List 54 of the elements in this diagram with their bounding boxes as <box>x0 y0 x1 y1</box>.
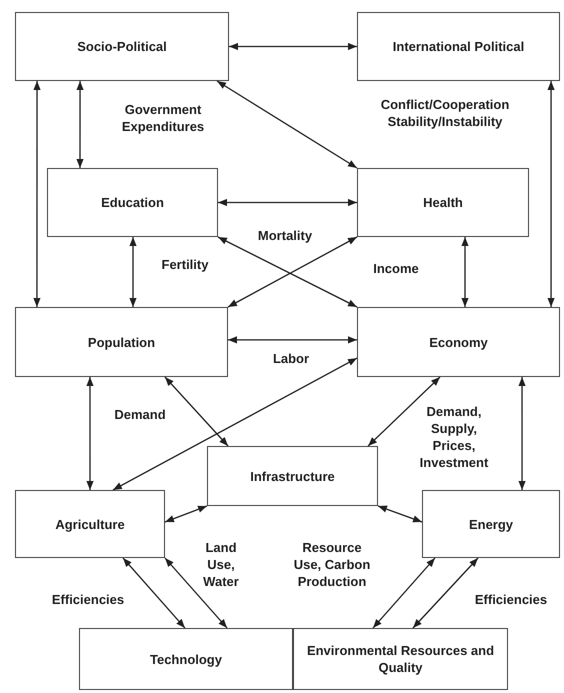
process-box <box>15 307 228 377</box>
connector-arrow <box>368 376 440 446</box>
annotation-text: Labor <box>272 350 310 367</box>
process-box <box>293 628 508 690</box>
node-label: Energy <box>468 516 514 532</box>
node-label: Technology <box>150 650 222 668</box>
annotation-text: Demand, Supply, Prices, Investment <box>418 403 490 471</box>
node-label: Population <box>88 334 156 350</box>
connector-arrow <box>164 376 229 446</box>
connector-arrow <box>164 505 208 523</box>
process-box <box>357 12 560 81</box>
node-label: Agriculture <box>55 516 125 532</box>
annotation-text: Income <box>372 260 420 277</box>
annotation-text: Fertility <box>160 256 210 273</box>
connector-arrow <box>547 81 555 307</box>
connector-arrow <box>218 198 357 206</box>
process-box <box>79 628 293 690</box>
node-label: Environmental Resources and Quality <box>306 642 496 676</box>
annotation-text: Resource Use, Carbon Production <box>292 539 372 590</box>
connector-arrow <box>112 358 358 491</box>
node-label: Socio-Political <box>77 38 167 55</box>
annotation-text: Government Expenditures <box>120 101 206 135</box>
annotation-text: Efficiencies <box>50 591 126 608</box>
process-box <box>357 307 560 377</box>
annotation-text: Conflict/Cooperation Stability/Instability <box>380 96 510 130</box>
annotation-text: Land Use, Water <box>202 539 240 590</box>
process-box <box>422 490 560 558</box>
annotation-text: Mortality <box>256 227 314 244</box>
connector-arrow <box>378 505 422 523</box>
connector-arrow <box>129 237 137 307</box>
connector-arrow <box>216 80 358 169</box>
node-label: Education <box>101 194 164 211</box>
connector-arrow <box>461 237 469 307</box>
process-box <box>207 446 378 506</box>
connector-arrow <box>228 336 357 344</box>
process-box <box>357 168 529 237</box>
process-box <box>15 490 165 558</box>
process-box <box>15 12 229 81</box>
node-label: International Political <box>392 38 524 55</box>
connector-arrow <box>412 558 478 628</box>
connector-arrow <box>372 558 436 628</box>
annotation-text: Demand <box>113 406 167 423</box>
connector-arrow <box>518 377 526 490</box>
node-label: Economy <box>429 334 488 350</box>
process-box <box>47 168 218 237</box>
annotation-text: Efficiencies <box>474 591 548 608</box>
node-label: Health <box>423 194 463 211</box>
connector-arrow <box>164 558 228 628</box>
connector-arrow <box>122 558 186 628</box>
connector-arrow <box>76 81 84 168</box>
node-label: Infrastructure <box>250 468 335 484</box>
connector-arrow <box>86 377 94 490</box>
connector-arrow <box>229 42 357 50</box>
connector-arrow <box>33 81 41 307</box>
